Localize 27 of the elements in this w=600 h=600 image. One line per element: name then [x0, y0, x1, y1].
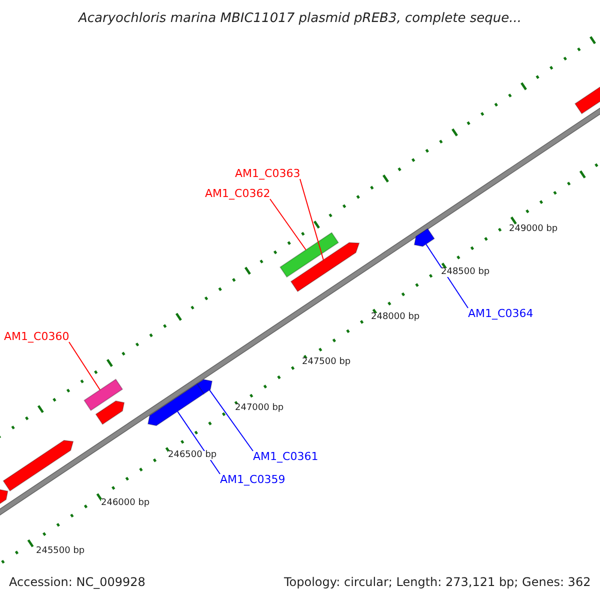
- leader-line: [68, 342, 100, 390]
- gene-feature: [196, 378, 213, 395]
- gene-label: AM1_C0363: [235, 168, 300, 178]
- leader-line: [270, 198, 306, 250]
- gene-label: AM1_C0361: [253, 450, 318, 462]
- gene-label: AM1_C0359: [220, 474, 286, 484]
- gene-feature: [2, 440, 74, 492]
- gene-feature: [290, 242, 360, 292]
- gene-label: AM1_C0360: [4, 330, 70, 342]
- gene-label: AM1_C0364: [468, 308, 534, 318]
- leader-line: [300, 178, 324, 260]
- gene-label: AM1_C0362: [205, 188, 270, 198]
- leader-line: [177, 410, 220, 474]
- gene-feature: [279, 232, 340, 278]
- leader-line: [209, 390, 254, 452]
- leader-line: [426, 244, 468, 308]
- title: Acaryochloris marina MBIC11017 plasmid pREB3, complete seque...: [78, 12, 522, 24]
- gene-feature: [95, 400, 125, 425]
- accession-text: Accession: NC_009928: [9, 576, 146, 588]
- gene-feature: [147, 383, 204, 426]
- summary-text: Topology: circular; Length: 273,121 bp; Genes: 362: [284, 576, 591, 588]
- scale-label: 249000 bp: [509, 224, 558, 234]
- gene-feature: [84, 378, 124, 412]
- scale-label: 247500 bp: [302, 358, 351, 366]
- scale-label: 245500 bp: [36, 546, 85, 556]
- gene-feature: [414, 228, 436, 247]
- scale-label: 247000 bp: [235, 404, 284, 412]
